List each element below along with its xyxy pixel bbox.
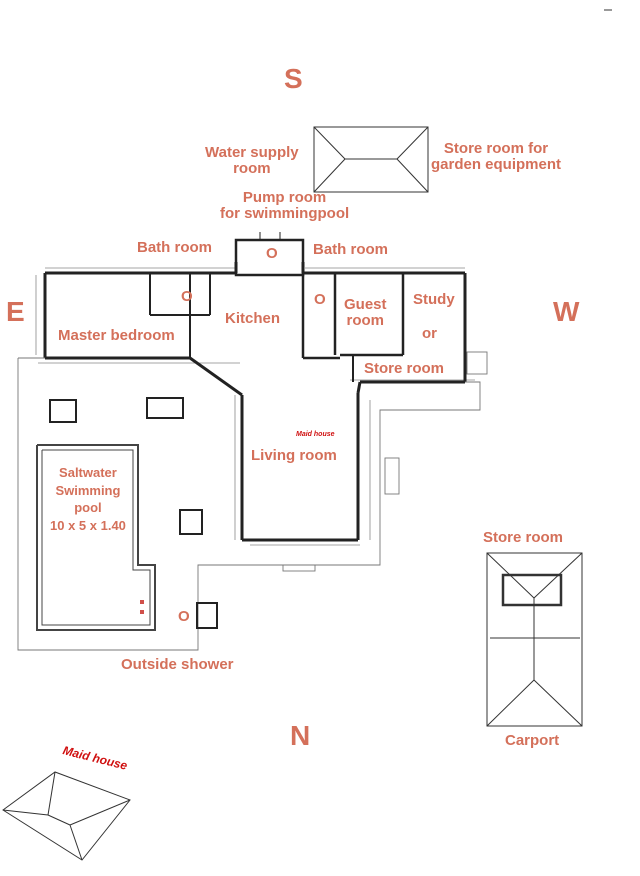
carport-plan: [486, 552, 583, 727]
garden-store-roof-plan: [313, 126, 429, 193]
outside-shower-label: Outside shower: [121, 656, 234, 673]
bath-room-right-label: Bath room: [313, 241, 388, 258]
compass-west: W: [553, 296, 580, 327]
store-room-main-label: Store room: [364, 360, 445, 377]
garden-store-label: Store room for garden equipment: [431, 140, 562, 173]
carport-label: Carport: [505, 732, 560, 749]
kitchen-label: Kitchen: [225, 310, 281, 327]
main-house-walls: [43, 262, 467, 542]
bath-room-left-label: Bath room: [137, 239, 212, 256]
dimension-lines: [35, 267, 475, 546]
small-structures: [49, 397, 218, 629]
pool-label: Saltwater Swimming pool 10 x 5 x 1.40: [50, 465, 126, 533]
terrace-outline: [17, 351, 488, 651]
compass-south: S: [284, 63, 303, 94]
store-room-carport-label: Store room: [483, 529, 564, 546]
pump-room-outline: [234, 232, 305, 277]
master-bedroom-label: Master bedroom: [58, 327, 175, 344]
marker-o-shower: O: [178, 608, 190, 625]
pump-room-label: Pump room for swimmingpool: [220, 189, 350, 222]
marker-o-pump: O: [266, 245, 278, 262]
pool-outline: [36, 444, 156, 631]
compass-east: E: [6, 296, 25, 327]
water-supply-room-label: Water supply room: [205, 144, 299, 177]
maid-house-roof-plan: [2, 771, 131, 861]
study-label: Study: [413, 291, 455, 308]
or-label: or: [422, 325, 437, 342]
marker-o-bath-right: O: [314, 291, 326, 308]
marker-o-bath-left: O: [181, 288, 193, 305]
guest-room-label: Guest room: [344, 296, 387, 329]
maid-house-small-label: Maid house: [296, 431, 335, 438]
living-room-label: Living room: [251, 447, 337, 464]
compass-north: N: [290, 720, 311, 751]
